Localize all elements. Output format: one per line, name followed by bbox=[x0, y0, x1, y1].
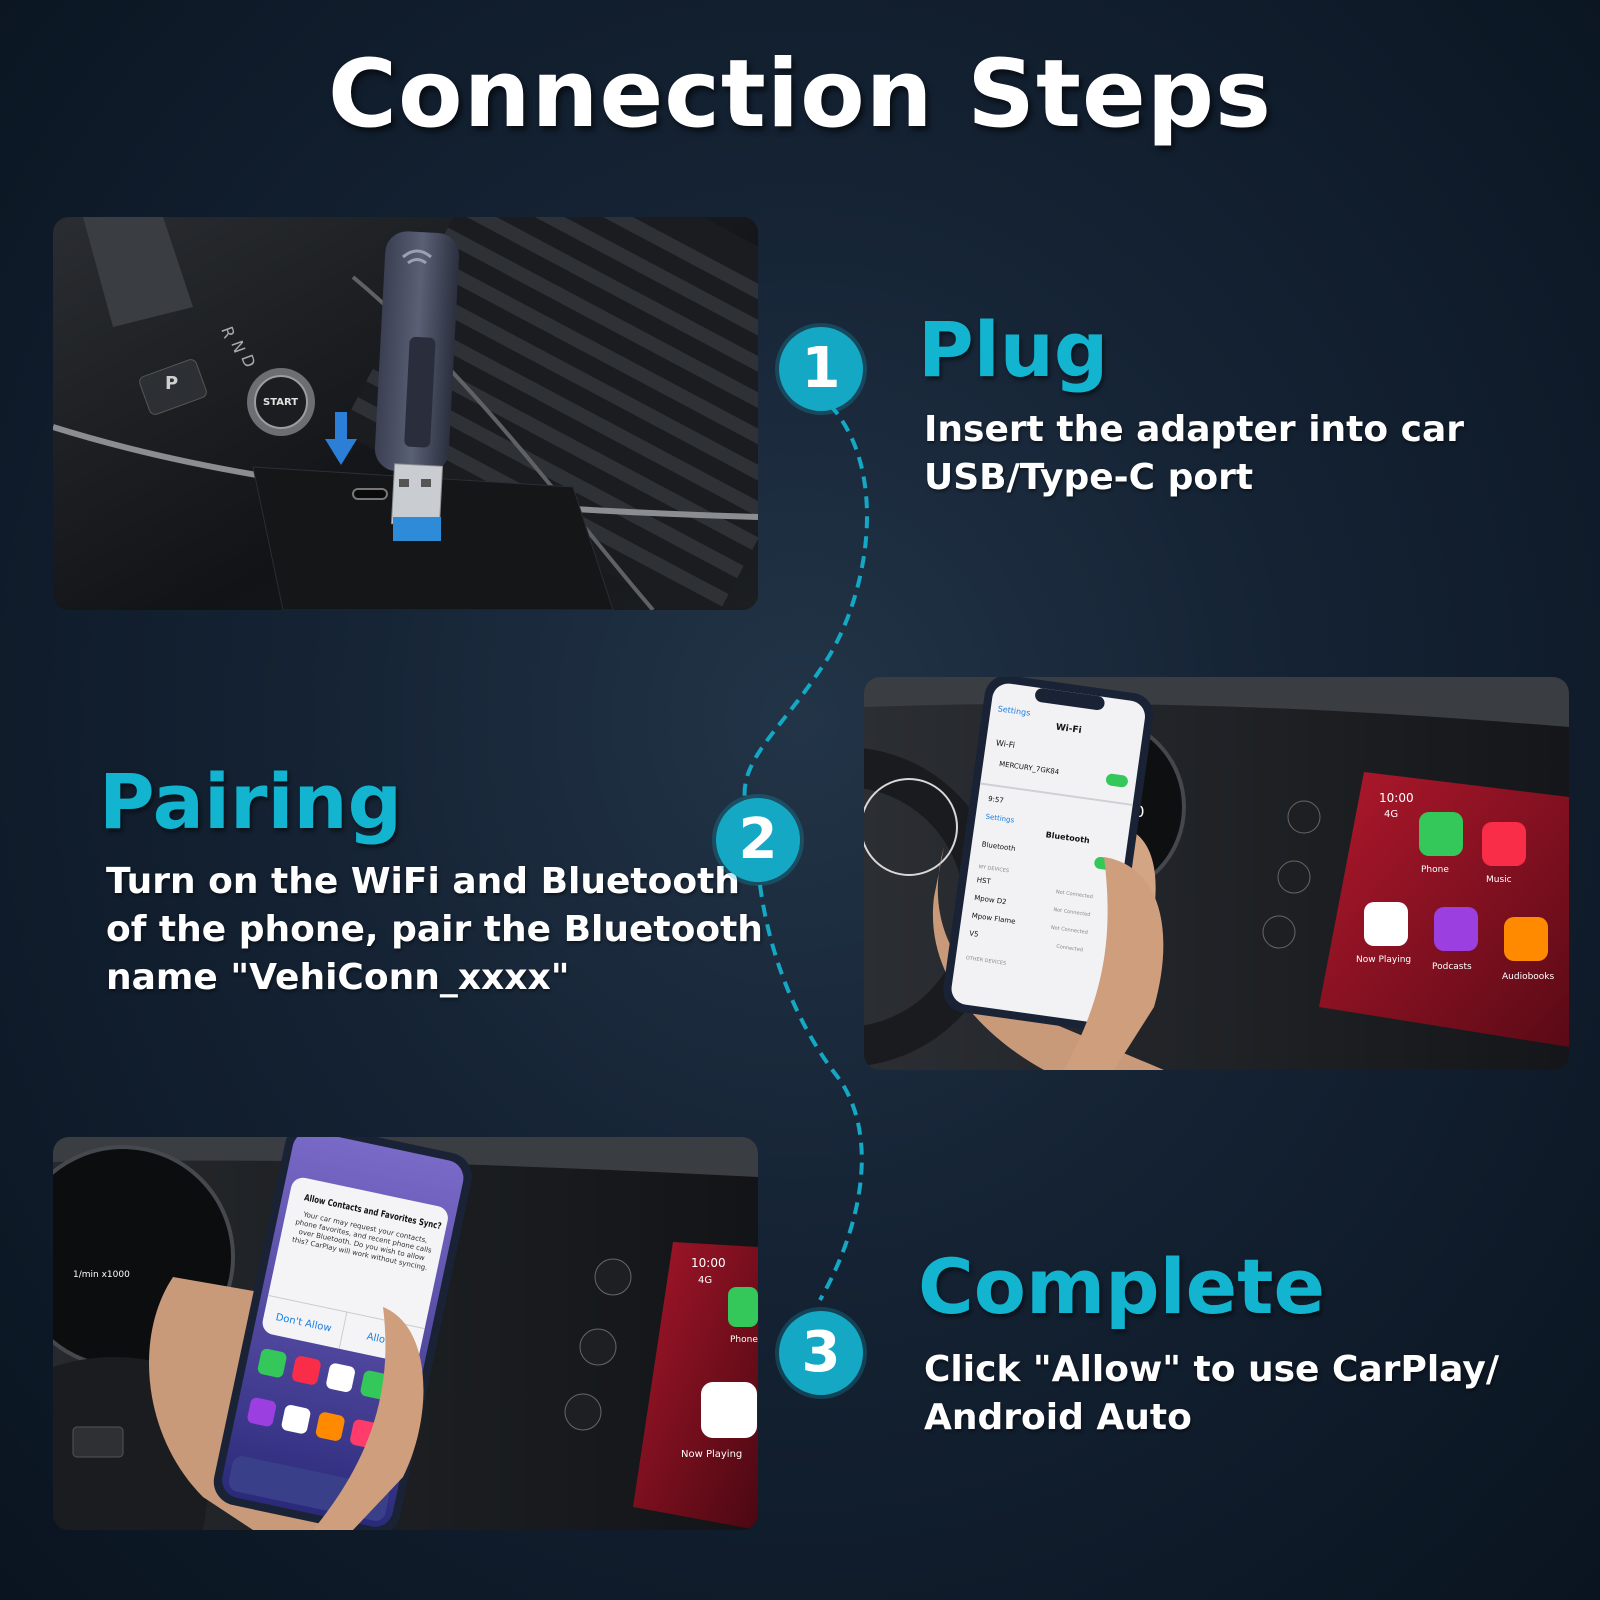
down-arrow-icon bbox=[325, 412, 357, 465]
step-3-description-line: Click "Allow" to use CarPlay/ bbox=[924, 1349, 1499, 1390]
wifi-title: Wi-Fi bbox=[1055, 723, 1082, 737]
gear-letter-p: P bbox=[165, 373, 178, 394]
bt-status: Connected bbox=[1056, 944, 1084, 954]
now-playing-app-icon bbox=[701, 1382, 757, 1438]
carplay-app-label: Phone bbox=[1421, 865, 1449, 875]
carplay-app-label: Now Playing bbox=[1356, 955, 1411, 965]
step-3-heading: Complete bbox=[918, 1242, 1326, 1331]
bt-time: 9:57 bbox=[988, 795, 1005, 805]
bt-device: HST bbox=[976, 876, 992, 886]
carplay-screen: 10:00 4G Phone Now Playing bbox=[633, 1242, 758, 1530]
step-2-description-line: Turn on the WiFi and Bluetooth bbox=[106, 861, 740, 902]
bt-status: Not Connected bbox=[1050, 925, 1088, 936]
adapter-dongle bbox=[374, 231, 460, 541]
phone-app-icon bbox=[728, 1287, 758, 1327]
step-1-heading: Plug bbox=[918, 305, 1109, 394]
now-playing-app-icon bbox=[1364, 902, 1408, 946]
phone-settings: Settings Wi-Fi Wi-Fi MERCURY_7GK84 9:57 … bbox=[943, 677, 1154, 1030]
carplay-time: 10:00 bbox=[691, 1256, 726, 1270]
carplay-app-label: Phone bbox=[730, 1335, 758, 1345]
bt-status: Not Connected bbox=[1055, 889, 1093, 900]
step-2-badge: 2 bbox=[716, 798, 800, 882]
carplay-app-label: Podcasts bbox=[1432, 962, 1472, 972]
step-2-description: Turn on the WiFi and Bluetooth of the ph… bbox=[106, 858, 763, 1002]
bt-back-link: Settings bbox=[985, 813, 1015, 825]
carplay-signal: 4G bbox=[1384, 809, 1398, 820]
carplay-app-label: Audiobooks bbox=[1502, 972, 1555, 982]
step-1-badge: 1 bbox=[779, 327, 863, 411]
carplay-app-label: Now Playing bbox=[681, 1449, 742, 1460]
wifi-label: Wi-Fi bbox=[995, 738, 1015, 750]
complete-photo: 1/min x1000 120 10:00 4G Phone Now Playi… bbox=[53, 1137, 758, 1530]
carplay-app-label: Music bbox=[1486, 875, 1512, 885]
podcasts-app-icon bbox=[1434, 907, 1478, 951]
step-3-badge: 3 bbox=[779, 1311, 863, 1395]
bt-device: V5 bbox=[969, 929, 979, 938]
step-1-description: Insert the adapter into car USB/Type-C p… bbox=[924, 406, 1464, 502]
step-1-description-line: Insert the adapter into car bbox=[924, 409, 1465, 450]
bt-section-other: OTHER DEVICES bbox=[965, 955, 1006, 967]
pairing-photo: 120 10:00 4G Phone Music Now Playing Pod… bbox=[864, 677, 1569, 1070]
start-button-label: START bbox=[263, 397, 298, 408]
plug-photo: P R N D START bbox=[53, 217, 758, 610]
step-3-description-line: Android Auto bbox=[924, 1397, 1192, 1438]
step-2-heading: Pairing bbox=[99, 757, 403, 846]
phone-app-icon bbox=[1419, 812, 1463, 856]
step-3-description: Click "Allow" to use CarPlay/ Android Au… bbox=[924, 1346, 1499, 1442]
page-title: Connection Steps bbox=[328, 40, 1272, 149]
step-2-description-line: name "VehiConn_xxxx" bbox=[106, 957, 570, 998]
audiobooks-app-icon bbox=[1504, 917, 1548, 961]
bt-section-my: MY DEVICES bbox=[978, 864, 1009, 874]
carplay-signal: 4G bbox=[698, 1275, 712, 1286]
gauge-label: 1/min x1000 bbox=[73, 1270, 130, 1280]
gear-letter-d: D bbox=[237, 352, 259, 370]
carplay-time: 10:00 bbox=[1379, 791, 1414, 805]
wifi-toggle bbox=[1106, 773, 1128, 788]
music-app-icon bbox=[1482, 822, 1526, 866]
bt-status: Not Connected bbox=[1053, 907, 1091, 918]
carplay-screen: 10:00 4G Phone Music Now Playing Podcast… bbox=[1319, 772, 1569, 1047]
step-2-description-line: of the phone, pair the Bluetooth bbox=[106, 909, 763, 950]
step-1-description-line: USB/Type-C port bbox=[924, 457, 1254, 498]
